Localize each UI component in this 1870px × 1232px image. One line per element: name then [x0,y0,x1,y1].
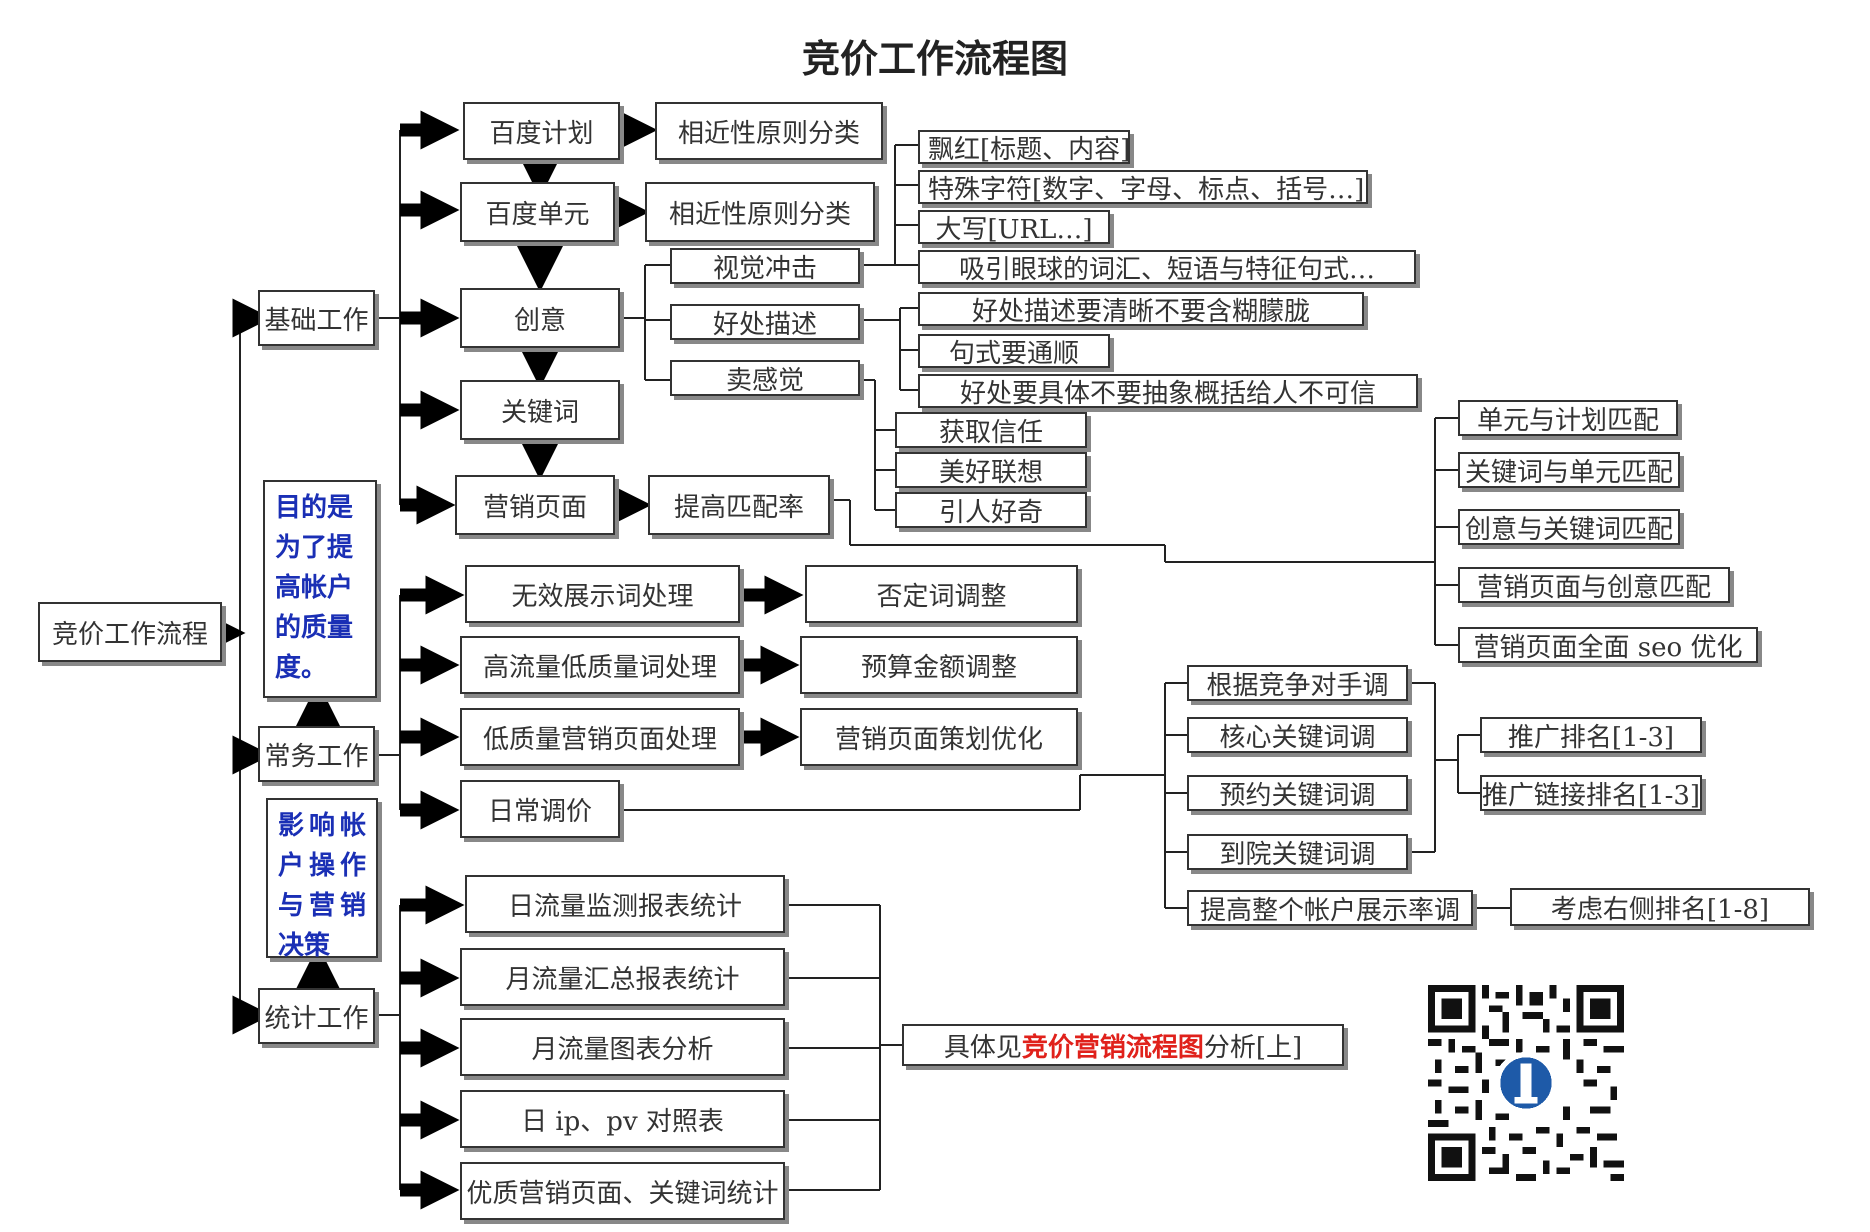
match-item: 营销页面全面 seo 优化 [1458,627,1758,663]
node-unit-class: 相近性原则分类 [645,182,875,242]
feeling-item: 获取信任 [895,412,1087,448]
benefit-item: 好处要具体不要抽象概括给人不可信 [918,374,1418,409]
price-item: 提高整个帐户展示率调 [1187,890,1473,926]
page-title: 竞价工作流程图 [801,37,1068,81]
feeling-item: 引人好奇 [895,492,1087,528]
node-keyword: 关键词 [460,380,620,440]
stats-detail: 具体见竞价营销流程图分析[上] [902,1024,1344,1066]
qr-code-icon[interactable] [1428,985,1624,1181]
routine-item: 高流量低质量词处理 [460,636,740,694]
stats-item: 日流量监测报表统计 [465,875,785,933]
node-visual: 视觉冲击 [670,248,860,284]
node-plan: 百度计划 [463,102,620,160]
branch-basic: 基础工作 [258,290,375,346]
rank-item: 推广链接排名[1-3] [1480,775,1702,811]
node-landing: 营销页面 [455,475,615,535]
routine-item: 日常调价 [460,780,620,838]
stats-detail-link[interactable]: 竞价营销流程图 [1021,1032,1204,1063]
node-feeling: 卖感觉 [670,360,860,396]
visual-item: 吸引眼球的词汇、短语与特征句式… [918,250,1416,285]
node-benefit: 好处描述 [670,304,860,340]
stats-item: 日 ip、pv 对照表 [460,1090,785,1148]
note-purpose: 目的是为了提高帐户的质量度。 [263,480,377,698]
routine-result: 预算金额调整 [800,636,1078,694]
benefit-item: 句式要通顺 [918,334,1110,369]
match-item: 关键词与单元匹配 [1458,452,1680,488]
node-creative: 创意 [460,288,620,348]
branch-stats: 统计工作 [258,988,375,1044]
price-item: 预约关键词调 [1187,775,1408,811]
feeling-item: 美好联想 [895,452,1087,488]
stats-detail-suffix: 分析[上] [1203,1032,1303,1063]
visual-item: 特殊字符[数字、字母、标点、括号…] [918,170,1368,205]
match-item: 营销页面与创意匹配 [1458,567,1730,603]
branch-routine: 常务工作 [258,726,375,782]
routine-item: 低质量营销页面处理 [460,708,740,766]
price-item: 到院关键词调 [1187,834,1408,870]
note-impact: 影响帐户操作与营销决策 [266,798,378,961]
stats-item: 月流量图表分析 [460,1018,785,1076]
root-node: 竞价工作流程 [38,602,222,662]
right-rank: 考虑右侧排名[1-8] [1510,888,1810,926]
price-item: 核心关键词调 [1187,717,1408,753]
node-match-rate: 提高匹配率 [648,475,830,535]
match-item: 单元与计划匹配 [1458,400,1678,436]
match-item: 创意与关键词匹配 [1458,509,1680,545]
visual-item: 飘红[标题、内容] [918,130,1130,165]
stats-item: 优质营销页面、关键词统计 [460,1162,785,1220]
stats-detail-prefix: 具体见 [943,1032,1022,1063]
routine-item: 无效展示词处理 [465,565,740,623]
price-item: 根据竞争对手调 [1187,665,1408,701]
routine-result: 否定词调整 [805,565,1078,623]
rank-item: 推广排名[1-3] [1480,717,1702,753]
routine-result: 营销页面策划优化 [800,708,1078,766]
node-unit: 百度单元 [460,182,615,242]
benefit-item: 好处描述要清晰不要含糊朦胧 [918,292,1364,327]
visual-item: 大写[URL…] [918,210,1110,245]
node-plan-class: 相近性原则分类 [655,102,883,160]
stats-item: 月流量汇总报表统计 [460,948,785,1006]
